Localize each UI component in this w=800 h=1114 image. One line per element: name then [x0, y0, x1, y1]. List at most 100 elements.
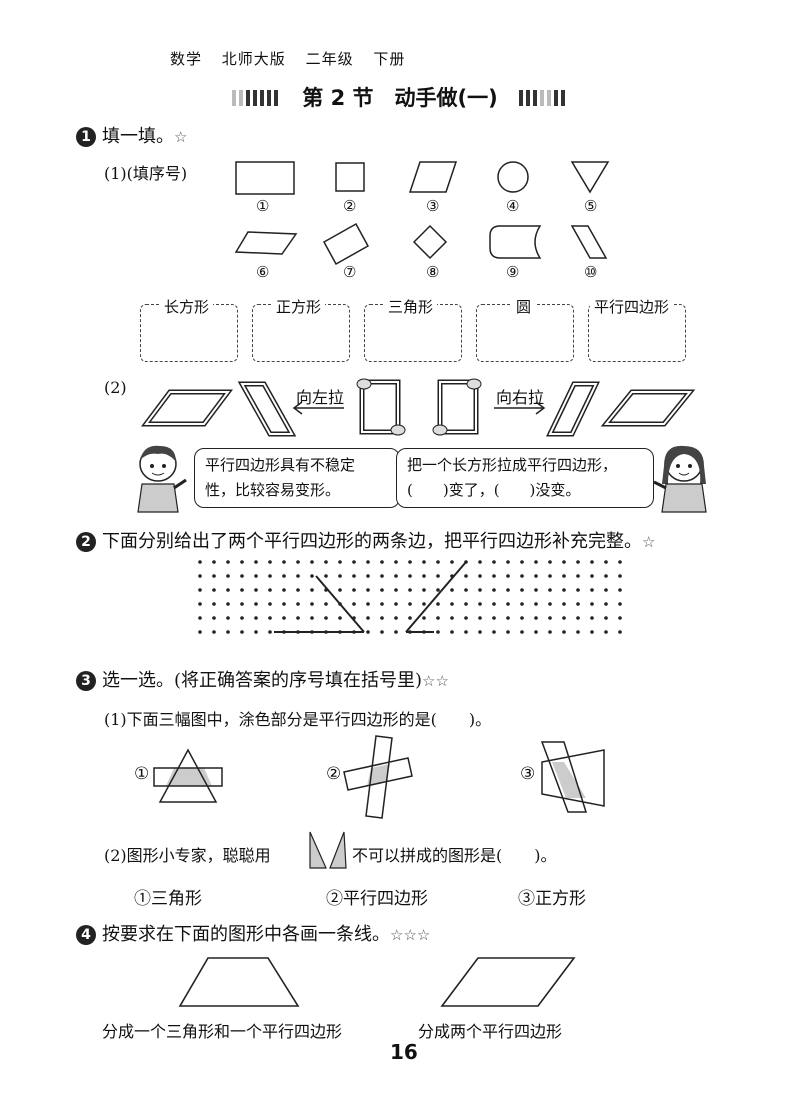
- grid-dot: [548, 560, 552, 564]
- grid-dot: [254, 588, 258, 592]
- box-label: 圆: [512, 296, 536, 317]
- grid-dot: [352, 574, 356, 578]
- pull-left-label: 向左拉: [296, 388, 345, 407]
- grid-dot: [254, 616, 258, 620]
- grid-dot: [562, 602, 566, 606]
- grid-dot: [310, 588, 314, 592]
- bubble-right-line2: ( )变了，( )没变。: [407, 481, 581, 499]
- grid-dot: [240, 630, 244, 634]
- grid-dot: [268, 602, 272, 606]
- header-edition: 北师大版: [221, 50, 286, 68]
- shape-1-rectangle: [235, 161, 295, 195]
- grid-dot: [604, 588, 608, 592]
- grid-dot: [562, 630, 566, 634]
- grid-dot: [310, 602, 314, 606]
- grid-dot: [450, 602, 454, 606]
- shape-number: ①: [256, 197, 270, 215]
- grid-dot: [226, 574, 230, 578]
- grid-dot: [604, 574, 608, 578]
- grid-dot: [520, 630, 524, 634]
- q2-stars: ☆: [642, 533, 656, 551]
- section-title-row: 第 2 节 动手做(一): [0, 82, 800, 112]
- shape-8-square: [412, 224, 448, 260]
- fig-label: ③: [520, 764, 536, 784]
- grid-dot: [282, 616, 286, 620]
- grid-dot: [380, 630, 384, 634]
- title-bars-left: [231, 87, 281, 111]
- grid-dot: [394, 602, 398, 606]
- grid-dot: [240, 616, 244, 620]
- grid-dot: [534, 560, 538, 564]
- grid-dot: [240, 574, 244, 578]
- grid-dot: [296, 602, 300, 606]
- grid-dot: [296, 560, 300, 564]
- grid-dot: [212, 630, 216, 634]
- box-label: 正方形: [272, 296, 326, 317]
- grid-dot: [576, 560, 580, 564]
- grid-dot: [618, 602, 622, 606]
- box-label: 三角形: [384, 296, 438, 317]
- shape-2-square: [335, 162, 365, 192]
- stick-frames: [141, 378, 696, 437]
- q4-caption-right: 分成两个平行四边形: [418, 1022, 563, 1041]
- shape-10-parallelogram: [570, 225, 608, 259]
- grid-dot: [198, 602, 202, 606]
- grid-dot: [562, 574, 566, 578]
- grid-dot: [576, 602, 580, 606]
- pull-right-label: 向右拉: [496, 388, 545, 407]
- grid-dot: [548, 574, 552, 578]
- grid-dot: [324, 560, 328, 564]
- grid-dot: [478, 602, 482, 606]
- grid-dot: [492, 602, 496, 606]
- grid-dot: [366, 616, 370, 620]
- grid-dot: [450, 588, 454, 592]
- grid-dot: [198, 588, 202, 592]
- grid-dot: [590, 602, 594, 606]
- q3-part2-prefix: (2)图形小专家，聪聪用: [104, 846, 271, 865]
- grid-dot: [506, 630, 510, 634]
- grid-dot: [282, 574, 286, 578]
- grid-dot: [548, 616, 552, 620]
- grid-dot: [464, 630, 468, 634]
- grid-dot: [324, 602, 328, 606]
- grid-dot: [310, 616, 314, 620]
- bubble-left-line1: 平行四边形具有不稳定: [205, 456, 356, 474]
- trapezoid-figure[interactable]: [176, 954, 306, 1010]
- grid-dot: [478, 560, 482, 564]
- grid-dot: [422, 602, 426, 606]
- shape-number: ⑩: [584, 263, 598, 281]
- shape-9-mixed: [489, 225, 542, 259]
- option-2[interactable]: ②平行四边形: [326, 889, 428, 909]
- grid-dot: [226, 588, 230, 592]
- q1-part1-label: (1)(填序号): [104, 164, 188, 183]
- grid-dot: [464, 588, 468, 592]
- grid-dot: [604, 602, 608, 606]
- grid-dot: [310, 560, 314, 564]
- grid-dot: [198, 574, 202, 578]
- grid-dot: [478, 616, 482, 620]
- shape-4-circle: [497, 161, 529, 193]
- shape-number: ⑨: [506, 263, 520, 281]
- grid-dot: [576, 588, 580, 592]
- grid-dot: [366, 602, 370, 606]
- option-1[interactable]: ①三角形: [134, 889, 202, 909]
- grid-dot: [464, 616, 468, 620]
- grid-dot: [380, 616, 384, 620]
- option-3[interactable]: ③正方形: [518, 889, 586, 909]
- grid-dot: [436, 560, 440, 564]
- grid-dot: [240, 602, 244, 606]
- grid-dot: [576, 630, 580, 634]
- q3-part2-suffix: 不可以拼成的图形是( )。: [352, 846, 557, 865]
- bubble-right-line1: 把一个长方形拉成平行四边形，: [407, 456, 618, 474]
- grid-dot: [506, 602, 510, 606]
- grid-dot: [338, 574, 342, 578]
- q1-part2-label: (2): [104, 378, 127, 397]
- dot-grid[interactable]: [190, 556, 630, 640]
- shape-number: ④: [506, 197, 520, 215]
- grid-dot: [226, 602, 230, 606]
- grid-dot: [534, 602, 538, 606]
- parallelogram-figure[interactable]: [438, 954, 578, 1010]
- q4-stars: ☆☆☆: [390, 926, 431, 944]
- grid-dot: [198, 630, 202, 634]
